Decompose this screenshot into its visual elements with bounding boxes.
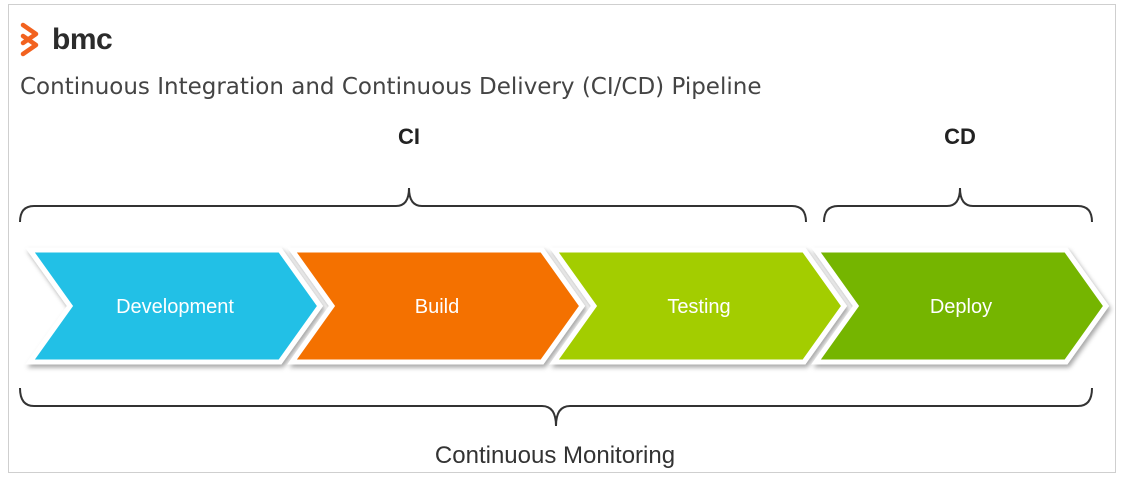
brand-name: bmc [52, 23, 113, 56]
diagram-frame [8, 4, 1116, 473]
stage-chevron-build [287, 247, 586, 365]
stage-chevron-deploy [811, 247, 1110, 365]
monitoring-label: Continuous Monitoring [434, 442, 676, 469]
stage-label-testing: Testing [667, 296, 730, 318]
stage-chevron-development [25, 247, 324, 365]
bmc-logo: bmc [20, 22, 113, 58]
diagram-title: Continuous Integration and Continuous De… [20, 74, 762, 100]
phase-label-cd: CD [944, 124, 976, 149]
stage-label-deploy: Deploy [930, 296, 992, 318]
ci-brace [19, 187, 807, 223]
stage-label-build: Build [415, 296, 459, 318]
stages-group: Development Build Testing Deploy [25, 247, 1110, 365]
stage-label-development: Development [116, 296, 234, 318]
bmc-chevron-icon [20, 22, 39, 57]
phase-label-ci: CI [398, 124, 420, 149]
monitoring-brace [19, 387, 1093, 427]
stage-chevron-testing [549, 247, 848, 365]
cd-brace [823, 187, 1093, 223]
